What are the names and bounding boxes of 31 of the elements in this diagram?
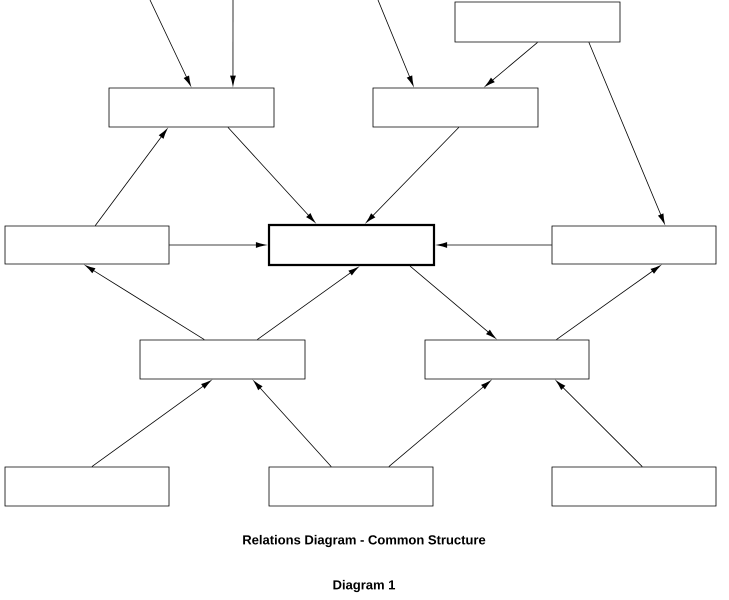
arrow [556, 380, 643, 467]
box [552, 466, 716, 506]
arrow [437, 242, 552, 248]
box [552, 226, 716, 264]
arrow [378, 0, 414, 86]
arrow [485, 42, 538, 86]
arrow [92, 380, 211, 467]
arrow [256, 267, 358, 340]
box [268, 224, 436, 266]
box [4, 466, 170, 506]
box [454, 2, 620, 42]
box [372, 88, 538, 128]
caption: Diagram 1 [333, 580, 396, 592]
arrow [588, 42, 665, 224]
arrow [85, 265, 205, 340]
arrow [228, 127, 316, 222]
arrow [556, 265, 660, 340]
arrow [230, 0, 236, 86]
box [140, 340, 306, 380]
arrow [254, 380, 332, 467]
box [4, 226, 170, 264]
box [108, 88, 274, 128]
arrow [410, 266, 496, 338]
arrow [94, 128, 168, 226]
box [268, 466, 434, 506]
box [424, 340, 590, 380]
arrow [388, 380, 491, 467]
arrow [366, 127, 460, 223]
arrow [150, 0, 191, 86]
title: Relations Diagram - Common Structure [243, 534, 486, 548]
arrow [169, 242, 266, 248]
